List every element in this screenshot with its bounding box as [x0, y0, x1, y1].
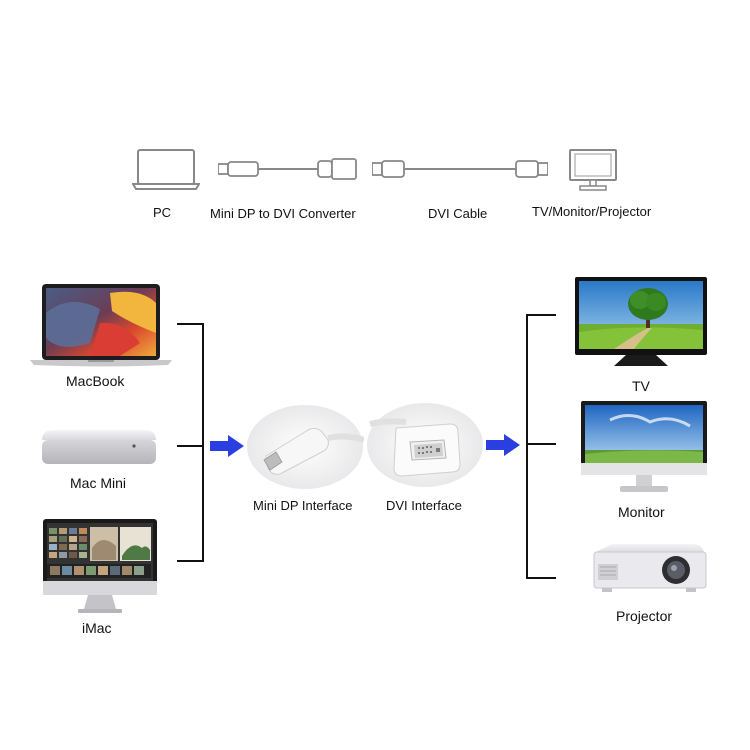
projector-image [588, 544, 708, 594]
tv-image [574, 276, 708, 368]
monitor-image [580, 400, 708, 496]
converter-label: Mini DP to DVI Converter [210, 206, 356, 221]
cable-label: DVI Cable [428, 206, 488, 221]
left-connector-bottom [177, 560, 204, 562]
minidp-interface-image [246, 404, 364, 490]
right-connector-vertical [526, 314, 528, 579]
monitor-label: Monitor [618, 504, 665, 520]
tv-label: TV [632, 378, 650, 394]
converter-icon [218, 158, 358, 180]
minidp-interface-label: Mini DP Interface [253, 498, 353, 513]
left-connector-mid [177, 445, 204, 447]
cable-icon [372, 160, 548, 178]
right-arrow-icon [210, 435, 244, 457]
imac-image [42, 518, 158, 614]
dvi-interface-image [366, 402, 484, 488]
macmini-label: Mac Mini [70, 475, 127, 491]
right-connector-mid [526, 443, 556, 445]
macbook-image [30, 283, 172, 367]
dvi-interface-label: DVI Interface [386, 498, 462, 513]
left-connector-vertical [202, 323, 204, 562]
right-arrow-icon [486, 434, 520, 456]
macbook-label: MacBook [66, 373, 125, 389]
projector-label: Projector [616, 608, 673, 624]
display-label: TV/Monitor/Projector [532, 204, 652, 219]
pc-icon [132, 148, 200, 190]
left-connector-top [177, 323, 204, 325]
imac-label: iMac [82, 620, 112, 636]
display-icon [568, 148, 618, 192]
macmini-image [40, 428, 158, 468]
right-connector-top [526, 314, 556, 316]
pc-label: PC [153, 205, 172, 220]
right-connector-bottom [526, 577, 556, 579]
